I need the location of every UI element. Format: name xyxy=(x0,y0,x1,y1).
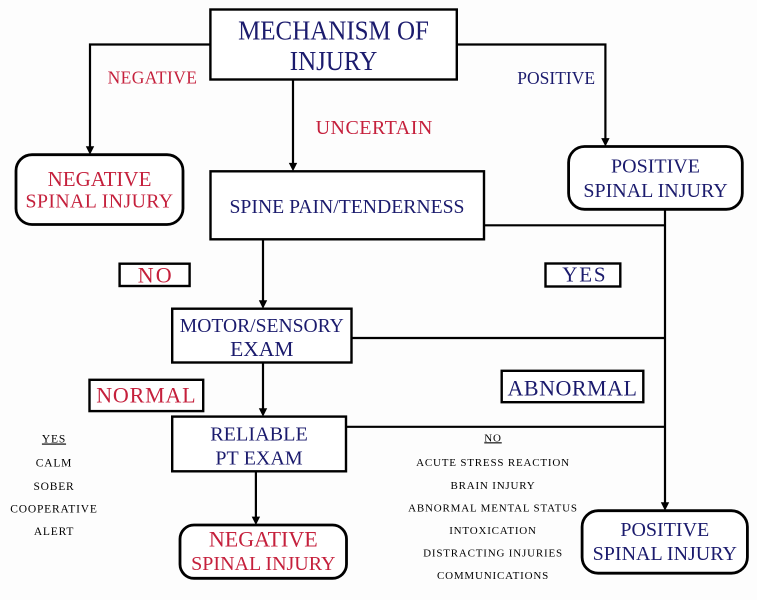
svg-text:INJURY: INJURY xyxy=(290,46,378,76)
svg-text:POSITIVE: POSITIVE xyxy=(611,156,700,178)
svg-text:NEGATIVE: NEGATIVE xyxy=(209,526,318,551)
svg-text:COMMUNICATIONS: COMMUNICATIONS xyxy=(437,570,549,582)
svg-text:SPINAL INJURY: SPINAL INJURY xyxy=(583,180,727,202)
svg-text:NEGATIVE: NEGATIVE xyxy=(48,167,152,191)
svg-text:SPINE PAIN/TENDERNESS: SPINE PAIN/TENDERNESS xyxy=(229,196,464,218)
svg-text:NO: NO xyxy=(484,432,502,444)
svg-text:COOPERATIVE: COOPERATIVE xyxy=(10,503,97,515)
svg-text:MOTOR/SENSORY: MOTOR/SENSORY xyxy=(180,316,344,337)
svg-text:NO: NO xyxy=(138,263,174,288)
svg-text:SPINAL INJURY: SPINAL INJURY xyxy=(593,543,737,565)
svg-text:RELIABLE: RELIABLE xyxy=(210,424,308,446)
svg-text:MECHANISM OF: MECHANISM OF xyxy=(238,16,429,46)
svg-text:DISTRACTING INJURIES: DISTRACTING INJURIES xyxy=(423,548,563,560)
svg-text:NORMAL: NORMAL xyxy=(96,382,196,407)
svg-text:SPINAL INJURY: SPINAL INJURY xyxy=(26,190,174,212)
svg-text:ACUTE STRESS REACTION: ACUTE STRESS REACTION xyxy=(416,457,570,469)
svg-text:ABNORMAL: ABNORMAL xyxy=(508,376,638,401)
svg-text:YES: YES xyxy=(42,434,66,446)
svg-text:YES: YES xyxy=(562,263,607,287)
svg-text:POSITIVE: POSITIVE xyxy=(620,519,709,541)
svg-text:CALM: CALM xyxy=(36,458,72,470)
svg-text:PT EXAM: PT EXAM xyxy=(215,448,302,470)
svg-text:EXAM: EXAM xyxy=(230,337,293,361)
svg-text:UNCERTAIN: UNCERTAIN xyxy=(316,117,433,139)
svg-text:SPINAL INJURY: SPINAL INJURY xyxy=(191,553,335,575)
svg-text:NEGATIVE: NEGATIVE xyxy=(108,67,198,87)
svg-text:ABNORMAL MENTAL STATUS: ABNORMAL MENTAL STATUS xyxy=(408,502,578,514)
svg-text:SOBER: SOBER xyxy=(33,481,74,493)
svg-text:BRAIN INJURY: BRAIN INJURY xyxy=(450,480,535,492)
svg-text:ALERT: ALERT xyxy=(34,526,74,538)
svg-text:INTOXICATION: INTOXICATION xyxy=(449,525,537,537)
svg-text:POSITIVE: POSITIVE xyxy=(517,68,595,88)
